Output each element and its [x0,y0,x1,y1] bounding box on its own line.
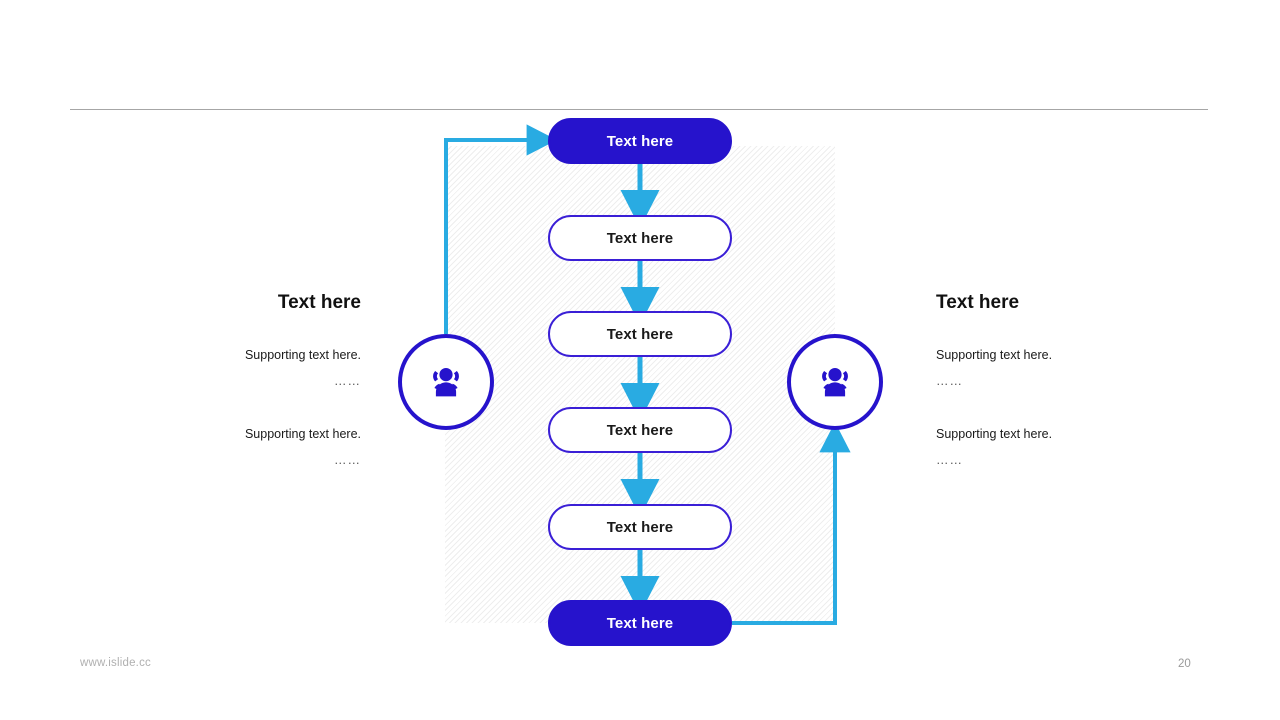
flow-step-5-label: Text here [606,518,674,536]
footer-page-number: 20 [1178,658,1191,670]
people-group-icon [815,365,855,399]
people-group-icon [426,365,466,399]
right-panel-item-1-dots: …… [936,373,963,388]
header-divider [70,109,1208,110]
flow-step-2[interactable]: Text here [548,215,732,261]
left-panel-title: Text here [277,292,361,313]
left-text-block: Text here Supporting text here. …… Suppo… [131,292,361,467]
flow-step-4[interactable]: Text here [548,407,732,453]
flow-step-5[interactable]: Text here [548,504,732,550]
flow-step-2-label: Text here [606,229,674,247]
right-panel-title: Text here [936,292,1020,313]
flow-step-6-label: Text here [606,614,674,632]
flow-step-3-label: Text here [606,325,674,343]
left-panel-item-1-text: Supporting text here. [244,347,361,362]
left-panel-item-2-dots: …… [334,453,361,468]
right-panel-item-1-text: Supporting text here. [936,347,1053,362]
left-panel-item-2-text: Supporting text here. [244,426,361,441]
flow-step-1[interactable]: Text here [548,118,732,164]
right-panel-spacer [936,388,1166,428]
left-panel-spacer [131,388,361,428]
right-panel-item-2-dots: …… [936,453,963,468]
flow-step-3[interactable]: Text here [548,311,732,357]
footer-website-link[interactable]: www.islide.cc [80,657,151,669]
flow-step-1-label: Text here [606,132,674,150]
right-panel-item-2-text: Supporting text here. [936,426,1053,441]
left-people-badge[interactable] [398,334,494,430]
right-people-badge[interactable] [787,334,883,430]
flow-step-6[interactable]: Text here [548,600,732,646]
flow-step-4-label: Text here [606,421,674,439]
right-text-block: Text here Supporting text here. …… Suppo… [936,292,1166,467]
left-panel-item-1-dots: …… [334,373,361,388]
